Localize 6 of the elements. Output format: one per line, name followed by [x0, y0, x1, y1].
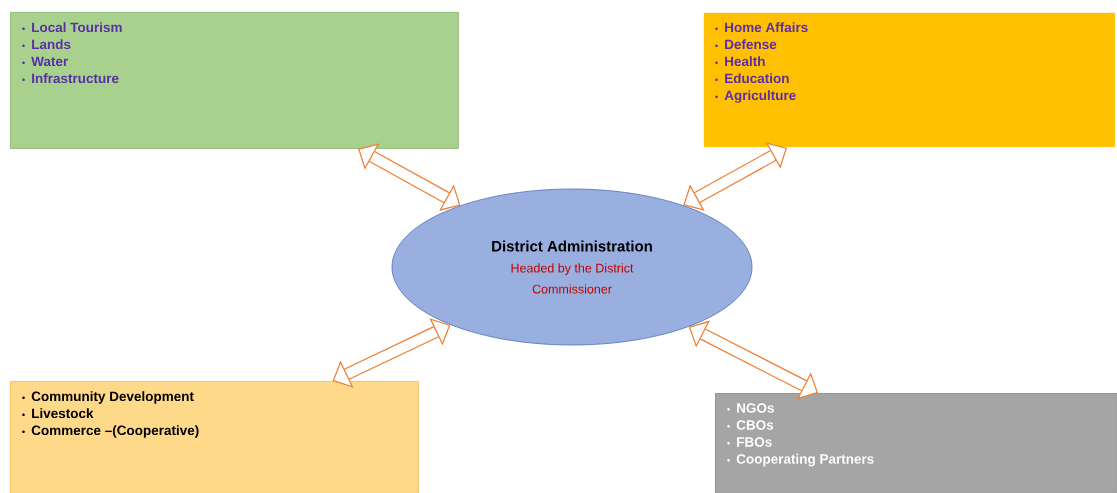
- double-arrow: [358, 143, 461, 211]
- list-box: Community Development Livestock Commerce –(Cooperative): [10, 381, 419, 493]
- double-arrow: [332, 318, 451, 388]
- list-box: Local Tourism Lands Water Infrastructure: [10, 12, 459, 149]
- list-box: Home Affairs Defense Health Education Agriculture: [703, 12, 1116, 148]
- list-box: NGOs CBOs FBOs Cooperating Partners: [715, 393, 1117, 493]
